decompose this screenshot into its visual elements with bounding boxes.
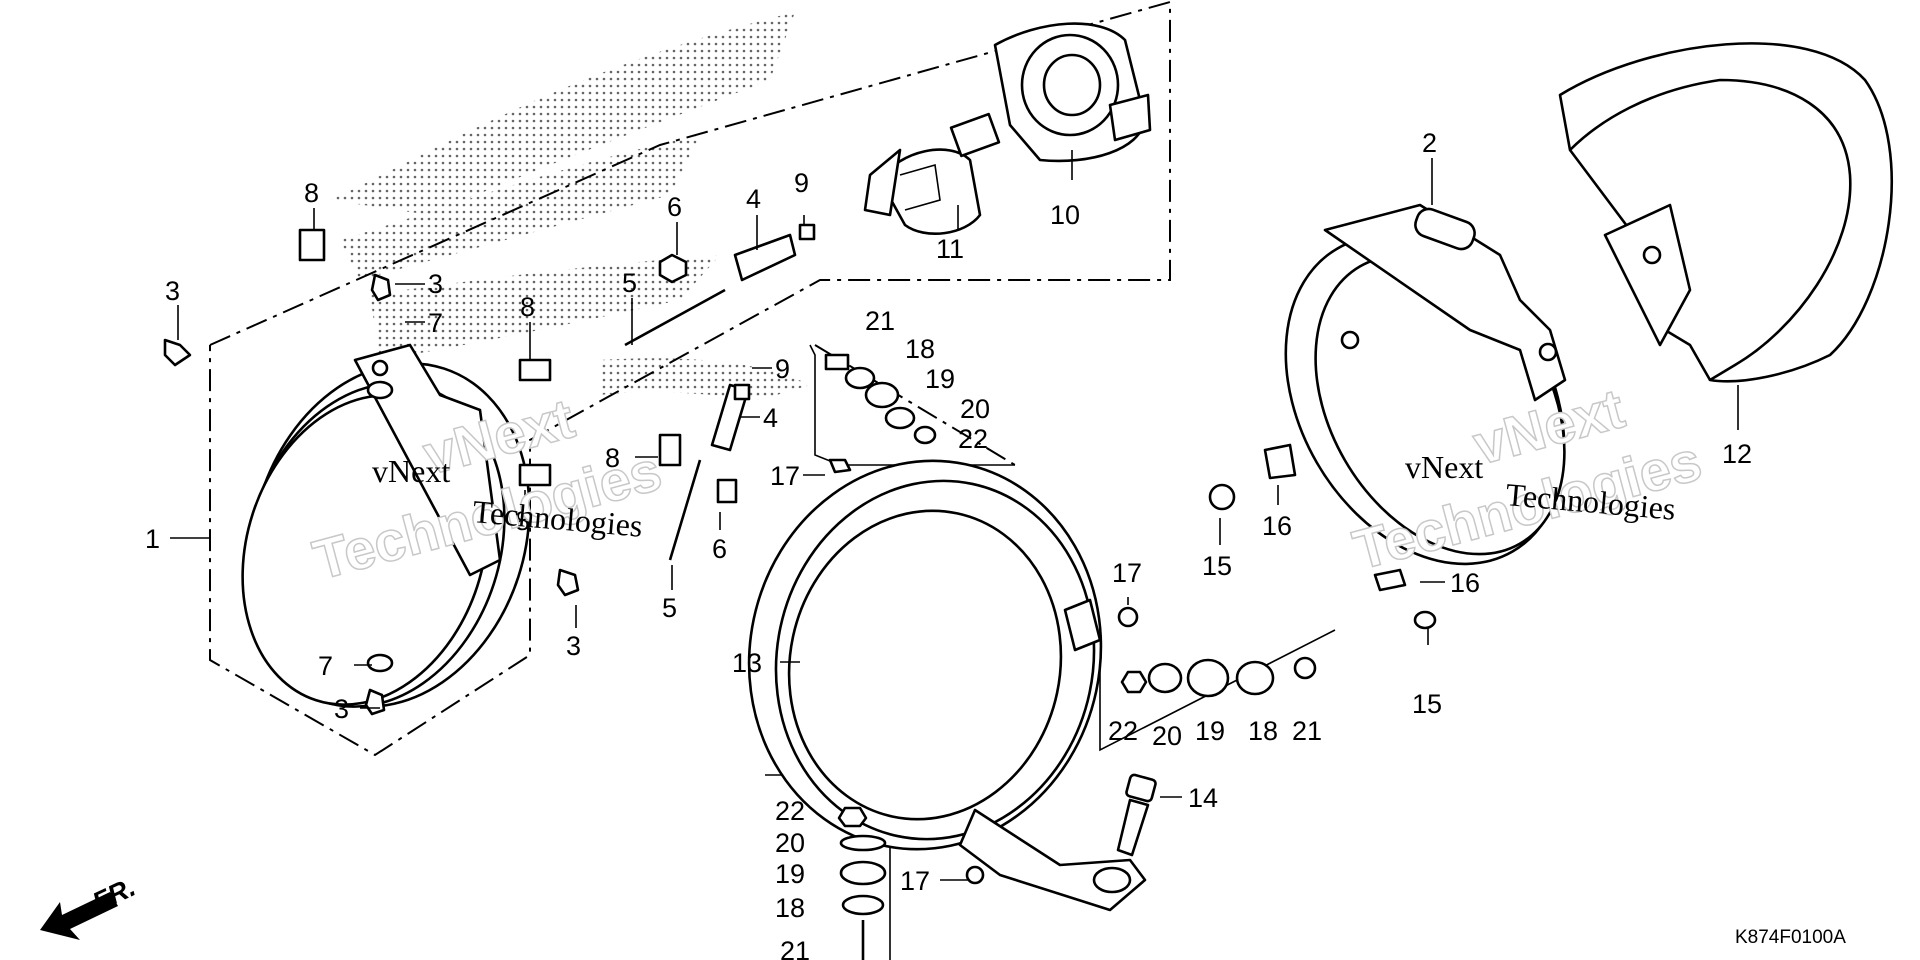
watermark-text: vNext bbox=[372, 453, 450, 489]
callout-21: 21 bbox=[780, 936, 810, 960]
callout-19: 19 bbox=[1195, 716, 1225, 746]
background-stipple bbox=[330, 12, 810, 400]
rim-housing-part bbox=[747, 459, 1147, 912]
callout-2: 2 bbox=[1422, 128, 1437, 158]
socket-cover-part bbox=[993, 22, 1152, 163]
callout-3: 3 bbox=[165, 276, 180, 306]
callout-8: 8 bbox=[520, 292, 535, 322]
callout-3: 3 bbox=[334, 694, 349, 724]
callout-22: 22 bbox=[775, 796, 805, 826]
callout-4: 4 bbox=[763, 403, 778, 433]
callout-22: 22 bbox=[958, 424, 988, 454]
bolt-part bbox=[1116, 773, 1157, 857]
diagram-code: K874F0100A bbox=[1735, 927, 1846, 948]
leader-lines bbox=[170, 150, 1739, 881]
callout-18: 18 bbox=[775, 893, 805, 923]
cover-shell-part bbox=[1558, 42, 1893, 383]
callout-3: 3 bbox=[566, 631, 581, 661]
callout-10: 10 bbox=[1050, 200, 1080, 230]
callout-5: 5 bbox=[662, 593, 677, 623]
callout-8: 8 bbox=[605, 443, 620, 473]
headlight-case-part bbox=[1284, 203, 1567, 566]
front-direction-indicator: FR. bbox=[40, 872, 140, 940]
callout-13: 13 bbox=[732, 648, 762, 678]
callout-9: 9 bbox=[775, 354, 790, 384]
callout-6: 6 bbox=[712, 534, 727, 564]
callout-20: 20 bbox=[960, 394, 990, 424]
callout-19: 19 bbox=[775, 859, 805, 889]
callout-20: 20 bbox=[775, 828, 805, 858]
callout-8: 8 bbox=[304, 178, 319, 208]
callout-22: 22 bbox=[1108, 716, 1138, 746]
headlight-unit-part bbox=[241, 343, 531, 708]
callout-17: 17 bbox=[770, 461, 800, 491]
adjuster-hardware bbox=[163, 223, 816, 716]
callout-7: 7 bbox=[428, 308, 443, 338]
callout-18: 18 bbox=[905, 334, 935, 364]
callout-16: 16 bbox=[1450, 568, 1480, 598]
callout-16: 16 bbox=[1262, 511, 1292, 541]
watermark-text: vNext bbox=[1405, 449, 1483, 485]
callout-15: 15 bbox=[1412, 689, 1442, 719]
callout-15: 15 bbox=[1202, 551, 1232, 581]
callout-12: 12 bbox=[1722, 439, 1752, 469]
callout-labels: 1 2 3 3 3 3 4 4 5 5 6 6 7 7 8 8 8 8 9 9 … bbox=[145, 128, 1752, 960]
callout-18: 18 bbox=[1248, 716, 1278, 746]
callout-4: 4 bbox=[746, 184, 761, 214]
callout-3: 3 bbox=[428, 269, 443, 299]
front-arrow-icon bbox=[40, 892, 118, 940]
callout-8: 8 bbox=[515, 506, 530, 536]
callout-14: 14 bbox=[1188, 783, 1218, 813]
bulb-part bbox=[863, 112, 1001, 236]
callout-5: 5 bbox=[622, 268, 637, 298]
callout-20: 20 bbox=[1152, 721, 1182, 751]
callout-6: 6 bbox=[667, 192, 682, 222]
callout-19: 19 bbox=[925, 364, 955, 394]
washer-stacks bbox=[824, 353, 1437, 960]
callout-1: 1 bbox=[145, 524, 160, 554]
callout-21: 21 bbox=[865, 306, 895, 336]
callout-21: 21 bbox=[1292, 716, 1322, 746]
callout-11: 11 bbox=[936, 234, 964, 264]
callout-17: 17 bbox=[1112, 558, 1142, 588]
callout-7: 7 bbox=[318, 651, 333, 681]
callout-17: 17 bbox=[900, 866, 930, 896]
callout-9: 9 bbox=[794, 168, 809, 198]
